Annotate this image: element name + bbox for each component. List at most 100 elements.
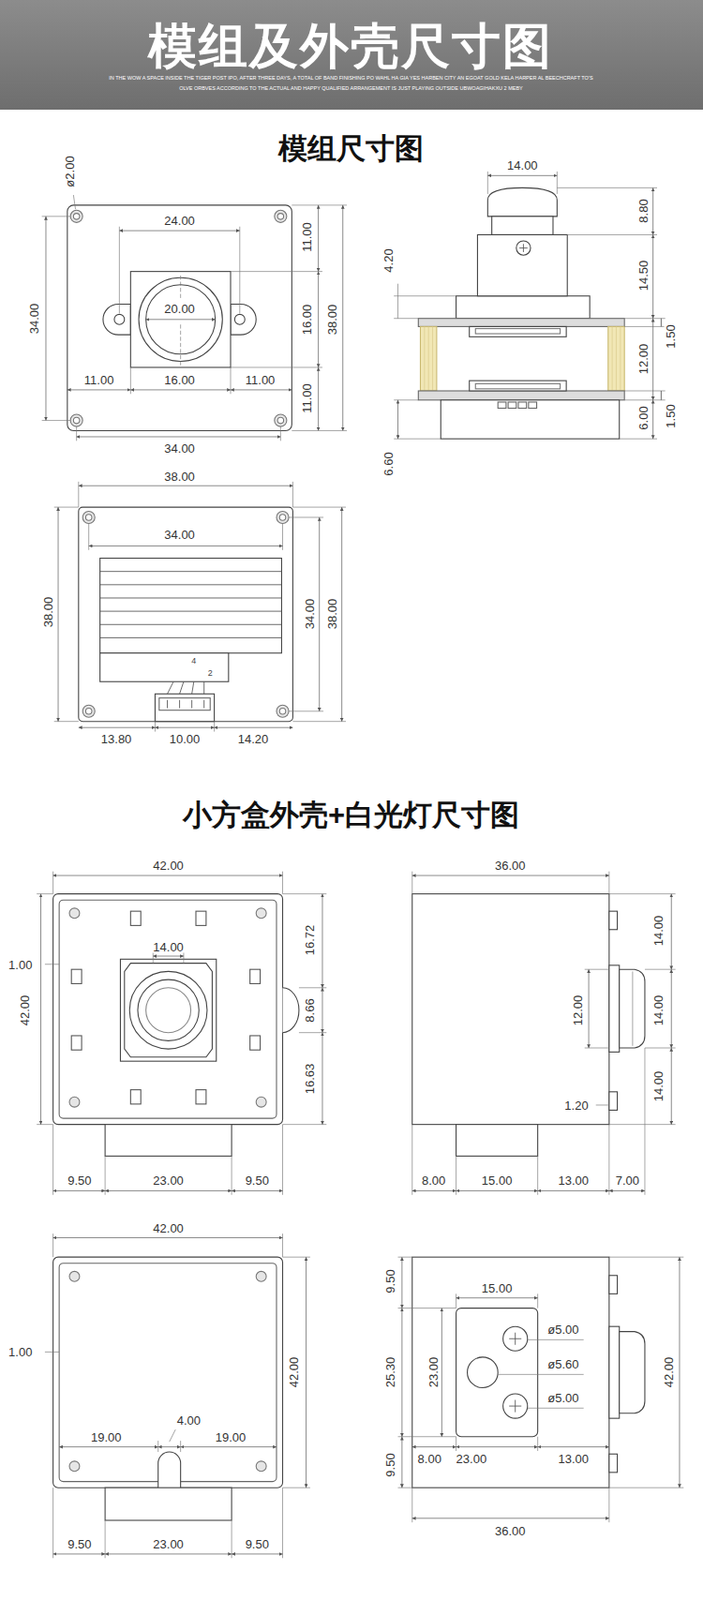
module-side-view (652, 234, 654, 318)
module-back-view (288, 516, 324, 518)
watermark-text: IN THE WOW A SPACE INSIDE THE TIGER POST… (108, 75, 593, 82)
module-front-view (73, 213, 284, 424)
dimension-label: 13.00 (555, 1451, 591, 1465)
housing-front-view (250, 969, 261, 984)
housing-back-view (158, 1446, 181, 1448)
module-back-view (100, 637, 283, 639)
housing-back-view (104, 1553, 232, 1555)
dimension-label: 14.00 (652, 912, 665, 948)
module-front-view (70, 209, 287, 427)
dimension-label: 1.50 (664, 323, 677, 351)
dimension-label: 38.00 (162, 470, 197, 483)
housing-bottom-view (508, 1332, 522, 1413)
housing-front-view (321, 1032, 323, 1125)
housing-bottom-view (537, 1436, 539, 1451)
housing-back-view (52, 1487, 54, 1558)
housing-back-view (282, 1487, 284, 1558)
module-front-view (274, 414, 287, 427)
housing-front-view (36, 1123, 53, 1125)
module-front-view (146, 318, 216, 320)
housing-bottom-view (608, 1487, 610, 1523)
dimension-label: 16.00 (162, 373, 197, 386)
module-side-view (423, 326, 425, 391)
module-back-view (214, 727, 294, 729)
housing-front-view (53, 875, 284, 877)
housing-bottom-view (398, 1256, 685, 1523)
housing-side-view (609, 911, 618, 930)
module-front-view (317, 205, 319, 272)
housing-side-view (643, 1047, 645, 1196)
module-side-view (469, 380, 567, 391)
page-title: 模组及外壳尺寸图 (148, 21, 554, 71)
watermark-text: OLVE ORBVES ACCORDING TO THE ACTUAL AND … (179, 86, 524, 92)
dimension-label: 11.00 (82, 373, 117, 386)
module-side-view (393, 399, 419, 401)
module-side-view (619, 326, 621, 391)
housing-front-view (146, 987, 192, 1033)
dimension-label: 11.00 (299, 220, 313, 255)
module-back-view (203, 681, 205, 694)
module-back-view (292, 507, 346, 509)
dimension-label: 9.50 (243, 1537, 271, 1550)
dimension-label: ø5.00 (545, 1391, 581, 1405)
module-back-view (276, 704, 289, 718)
module-back-view (100, 558, 283, 654)
housing-bottom-view (412, 1517, 610, 1519)
dimension-label: 15.00 (479, 1174, 515, 1187)
dimension-label: 38.00 (42, 595, 55, 630)
dimension-label: 16.00 (299, 301, 313, 337)
housing-back-view (180, 1446, 277, 1448)
module-front-view (42, 194, 347, 441)
housing-side-view (584, 1047, 610, 1049)
housing-back-view (52, 1233, 54, 1257)
module-front-view (73, 194, 75, 210)
module-side-view (487, 187, 557, 216)
housing-back-view (44, 1233, 311, 1558)
dimension-label: 8.66 (302, 996, 315, 1024)
dimension-label: 8.80 (636, 197, 649, 225)
housing-side-view (671, 894, 673, 971)
module-side-view (419, 326, 436, 391)
housing-back-view (231, 1553, 283, 1555)
housing-back-view (53, 1553, 106, 1555)
housing-back-view (59, 1263, 277, 1482)
dimension-label: 38.00 (325, 597, 338, 632)
dimension-label: 9.50 (243, 1174, 271, 1187)
housing-back-view (104, 1520, 106, 1558)
housing-front-view (71, 911, 260, 1105)
module-side-view (518, 402, 527, 409)
module-side-view (652, 400, 654, 439)
module-front-view (44, 216, 46, 421)
module-side-view (624, 326, 666, 328)
housing-front-view (124, 963, 213, 1058)
dimension-label: 19.00 (89, 1430, 124, 1443)
housing-front-view (231, 1190, 283, 1192)
housing-bottom-view (609, 1326, 620, 1419)
module-front-view (291, 430, 347, 432)
housing-side-view (412, 1190, 457, 1192)
module-front-view (291, 204, 347, 206)
module-side-view (477, 234, 568, 296)
dimension-label: 42.00 (150, 1221, 186, 1234)
module-back-view (54, 481, 346, 733)
dimension-label: 36.00 (493, 859, 528, 872)
housing-bottom-view (401, 1436, 403, 1488)
housing-bottom-view (527, 1407, 584, 1409)
housing-side-view (456, 1190, 539, 1192)
dimension-label: 1.50 (664, 402, 677, 430)
housing-front-view (283, 987, 300, 1033)
module-back-view (154, 727, 214, 729)
module-back-view (279, 708, 286, 716)
module-front-view (230, 366, 323, 368)
module-back-view (167, 681, 205, 708)
dimension-label: 34.00 (27, 300, 40, 336)
housing-side-view (671, 969, 673, 1048)
dimension-label: 34.00 (162, 528, 197, 541)
housing-bottom-view (455, 1436, 457, 1451)
dimension-label: 9.50 (383, 1268, 396, 1296)
module-front-view (239, 226, 240, 315)
module-back-view (100, 570, 283, 572)
housing-side-view (609, 893, 676, 895)
housing-back-view (104, 1487, 232, 1521)
